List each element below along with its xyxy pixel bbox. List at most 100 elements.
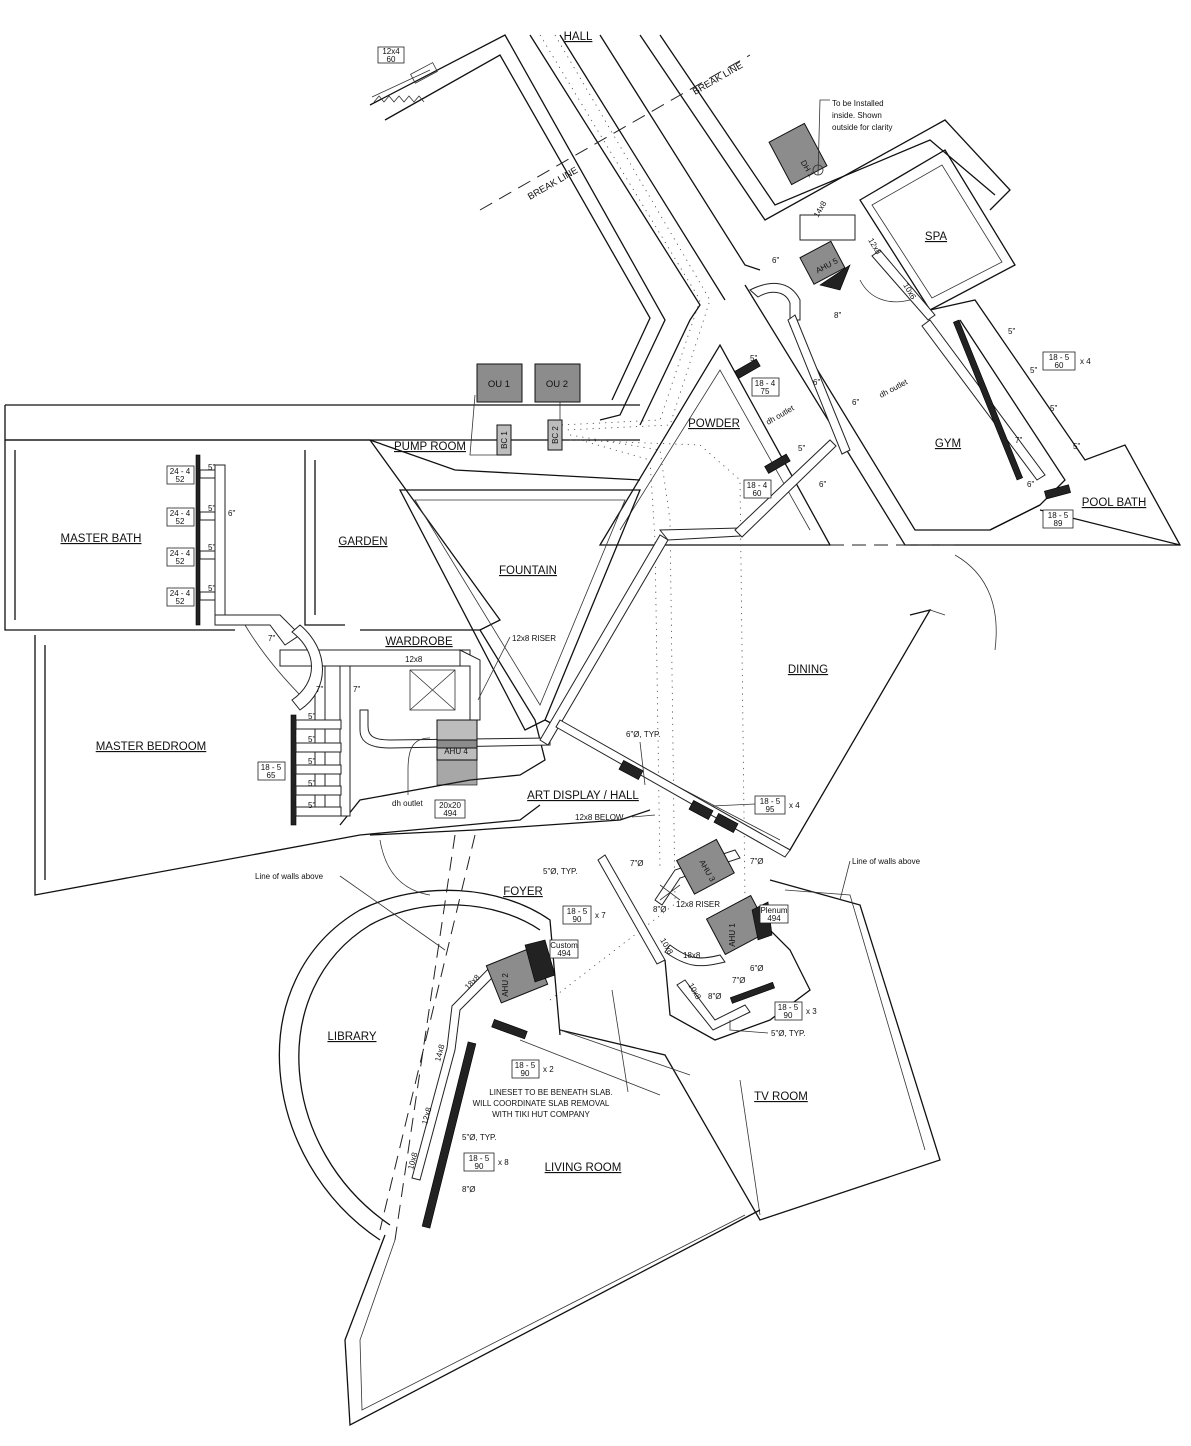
dh-outlet-wardrobe: dh outlet: [392, 799, 423, 808]
duct-gym-10x6: [871, 249, 936, 321]
duct-ahu1-down: [664, 944, 726, 967]
stair-box: [410, 62, 438, 84]
tag-lib-main-size: 18 - 5: [469, 1154, 490, 1163]
doors: [244, 279, 997, 896]
tag-mb-3-size: 24 - 4: [170, 549, 191, 558]
tag-pool-bath-size: 18 - 5: [1048, 511, 1069, 520]
wall-garden: [304, 450, 345, 626]
wall-dining-2: [559, 609, 946, 841]
room-pool-bath: POOL BATH: [1082, 497, 1147, 509]
wall-pump-room-top: [4, 405, 640, 441]
wall-top-wing-outer: [369, 34, 666, 421]
tag-ahu2-custom-type: Custom: [550, 941, 578, 950]
dh-note-line-3: outside for clarity: [832, 123, 892, 132]
ou1-unit: [476, 363, 523, 403]
size-7o-foyer: 7"Ø: [630, 859, 644, 868]
door-arc-foyer: [379, 839, 431, 896]
size-18x8-ahu1: 18x8: [683, 951, 701, 960]
wall-art-hall-lower: [369, 809, 651, 836]
duct-bedroom-branch-5: [295, 806, 342, 817]
dh-note-line-2: inside. Shown: [832, 111, 882, 120]
below-leader: [631, 814, 656, 818]
tag-foyer-qty: x 7: [595, 911, 606, 920]
tag-tv-size: 18 - 5: [778, 1003, 799, 1012]
bc1-label: BC 1: [500, 431, 509, 449]
tag-foyer: 18 - 5 90 x 7: [562, 905, 606, 925]
stair-hatch: [371, 69, 431, 103]
break-line-label-2: BREAK LINE: [691, 60, 745, 98]
dh-outlet-gym-1: dh outlet: [765, 403, 797, 427]
size-14x8-lib: 14x8: [433, 1043, 446, 1063]
tag-gym-75-cfm: 75: [761, 387, 770, 396]
lineset-3: [569, 439, 746, 901]
tag-gym-right: 18 - 5 60 x 4: [1042, 351, 1091, 371]
tag-lib-top-size: 18 - 5: [515, 1061, 536, 1070]
dh-note-line-1: To be Installed: [832, 99, 884, 108]
duct-master-bath-elbow: [214, 614, 301, 646]
room-pump-room: PUMP ROOM: [394, 441, 466, 453]
duct-branch-2: [199, 511, 216, 521]
tag-mb-3-cfm: 52: [176, 557, 185, 566]
ou-piping: [469, 394, 561, 456]
door-arc-dining: [954, 554, 997, 651]
size-5-bed-2: 5": [308, 735, 315, 744]
duct-powder-diag: [734, 439, 837, 538]
size-10x8-lib: 10x8: [406, 1151, 419, 1171]
ahu3-unit: [675, 838, 735, 895]
gym-grille-1: [734, 358, 761, 379]
wall-pump-bottom: [5, 439, 641, 481]
size-5-bed-4: 5": [308, 779, 315, 788]
tag-art-qty: x 4: [789, 801, 800, 810]
wall-ahu-bay: [664, 919, 811, 1041]
duct-gym-right: [921, 319, 1046, 481]
linesets: [539, 34, 746, 1001]
duct-garden-swoop: [291, 624, 323, 711]
tag-lib-top-qty: x 2: [543, 1065, 554, 1074]
tag-art-cfm: 95: [766, 805, 775, 814]
walls-above-right: Line of walls above: [852, 857, 921, 866]
typ-6-leader: [639, 741, 646, 786]
duct-wardrobe-riser: [459, 649, 481, 721]
tag-lib-main: 18 - 5 90 x 8: [463, 1152, 509, 1172]
tag-gym-right-qty: x 4: [1080, 357, 1091, 366]
ahu4-filter-size: 20x20: [439, 801, 461, 810]
wall-top-hall-2: [559, 34, 726, 301]
lineset-1: [539, 34, 701, 426]
room-powder: POWDER: [688, 418, 740, 430]
size-7-bed-1: 7": [316, 685, 323, 694]
wall-master-bath: [4, 440, 235, 631]
gym-grille-2: [764, 453, 791, 474]
size-6-gym-dh2: 6": [852, 398, 859, 407]
tag-lib-top-cfm: 90: [521, 1069, 530, 1078]
duct-branch-4: [199, 591, 216, 601]
tag-mb-1: 24 - 4 52: [166, 465, 195, 485]
duct-branch-3: [199, 550, 216, 560]
ahu4-label: AHU 4: [444, 747, 468, 756]
tag-mb-1-size: 24 - 4: [170, 467, 191, 476]
size-5-mb-4: 5": [208, 584, 215, 593]
duct-tvroom: [676, 979, 751, 1031]
master-bath-grille-strip: [195, 454, 201, 626]
dh1-unit: [768, 122, 828, 186]
wall-top-hall-3: [599, 34, 761, 271]
tag-tv-cfm: 90: [784, 1011, 793, 1020]
walls-above-left: Line of walls above: [255, 872, 324, 881]
size-5-mb-2: 5": [208, 504, 215, 513]
duct-bedroom-branch-4: [295, 785, 342, 796]
lineset-6: [549, 899, 681, 1001]
size-8o-tv: 8"Ø: [708, 992, 722, 1001]
walls-above-line-2: [379, 834, 476, 1231]
bedroom-grille-strip: [290, 714, 297, 826]
ahu5-filter: [819, 264, 851, 291]
tag-top-12x4-cfm: 60: [387, 55, 396, 64]
tag-mb-4-size: 24 - 4: [170, 589, 191, 598]
tag-lib-top: 18 - 5 90 x 2: [511, 1059, 554, 1079]
duct-library-main: [411, 963, 501, 1181]
size-6-ahu5: 6": [772, 256, 779, 265]
duct-master-bath-trunk: [214, 464, 226, 621]
room-art-display-hall: ART DISPLAY / HALL: [527, 790, 639, 802]
bc2-unit: [547, 419, 563, 451]
wall-library-inner: [298, 904, 541, 1226]
size-7-gym: 7": [1015, 436, 1022, 445]
